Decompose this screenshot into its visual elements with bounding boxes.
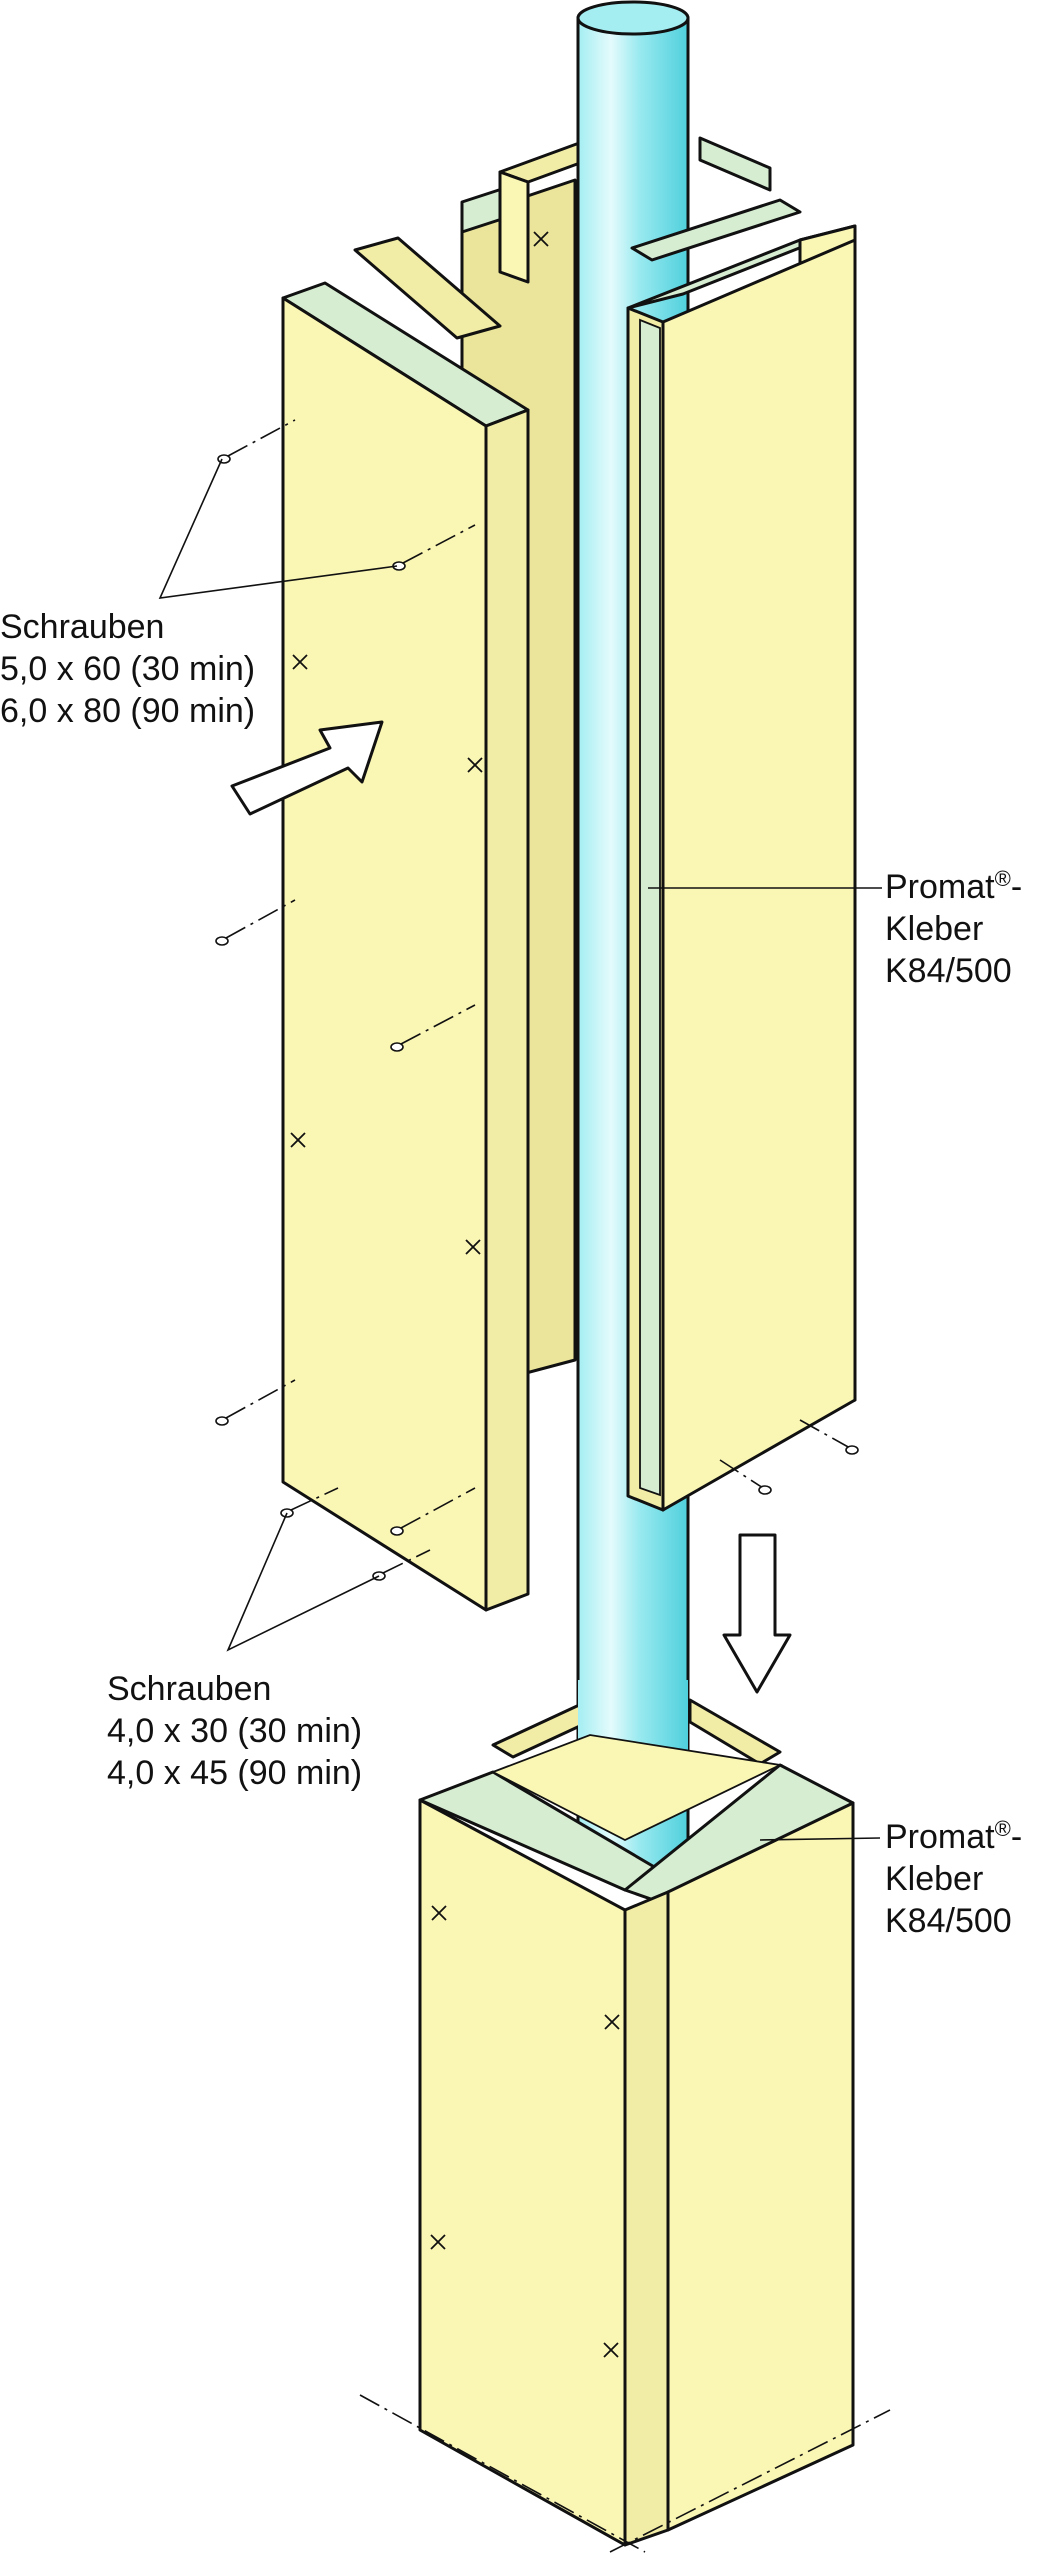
cross-mark-icon <box>533 231 549 247</box>
lower-box-face-left <box>418 1798 627 2547</box>
label-screws-lower-line1: 4,0 x 30 (30 min) <box>107 1712 362 1750</box>
screw-icon <box>758 1485 772 1495</box>
screw-axis-line <box>382 1549 431 1574</box>
lower-box-corner-edge <box>623 1890 670 2547</box>
label-screws-lower: Schrauben 4,0 x 30 (30 min) 4,0 x 45 (90… <box>107 1670 362 1792</box>
screw-axis-line <box>225 899 296 939</box>
right-board-inner-top <box>630 198 802 262</box>
label-adhesive-lower-line1: Promat®- <box>885 1816 1022 1856</box>
screw-icon <box>390 1526 404 1536</box>
label-adhesive-upper-line2: Kleber <box>885 910 983 948</box>
cross-mark-icon <box>465 1239 481 1255</box>
base-axis-line <box>359 2394 646 2553</box>
left-board-edge <box>484 408 530 1612</box>
back-right-board-top <box>698 136 772 192</box>
screws-left <box>215 419 476 1581</box>
left-strip-top <box>353 236 502 340</box>
label-screws-upper-line2: 6,0 x 80 (90 min) <box>0 692 255 730</box>
label-adhesive-lower: Promat®- Kleber K84/500 <box>885 1816 1022 1940</box>
cross-mark-icon <box>292 654 308 670</box>
label-screws-upper: Schrauben 5,0 x 60 (30 min) 6,0 x 80 (90… <box>0 608 255 730</box>
right-board-front-adhesive <box>639 318 661 1497</box>
upper-front-right-board <box>626 198 859 1512</box>
base-axis-line <box>609 2409 891 2553</box>
right-board-face <box>661 238 857 1512</box>
label-adhesive-lower-line3: K84/500 <box>885 1902 1012 1940</box>
screw-icon <box>845 1445 859 1455</box>
label-screws-lower-line2: 4,0 x 45 (90 min) <box>107 1754 362 1792</box>
screw-axis-line <box>400 1004 476 1045</box>
screw-axis-line <box>799 1419 851 1449</box>
cross-mark-icon <box>431 1905 447 1921</box>
cross-mark-icon <box>430 2234 446 2250</box>
screw-axis-line <box>290 1487 339 1511</box>
back-center-board-face <box>498 170 530 284</box>
screw-axis-line <box>402 524 476 564</box>
column-top <box>576 0 690 36</box>
left-board-face <box>281 296 488 1612</box>
cross-mark-icon <box>467 757 483 773</box>
cross-mark-icon <box>604 2014 620 2030</box>
screw-icon <box>390 1042 404 1052</box>
label-screws-lower-title: Schrauben <box>107 1670 271 1708</box>
label-adhesive-upper-line3: K84/500 <box>885 952 1012 990</box>
screw-axis-line <box>400 1487 476 1529</box>
screw-icon <box>215 1416 229 1426</box>
screw-positions-left <box>290 654 483 1255</box>
cross-mark-icon <box>290 1132 306 1148</box>
arrow-down-outline-icon <box>722 1533 792 1694</box>
screw-axis-line <box>227 419 296 457</box>
screw-axis-line <box>719 1459 764 1489</box>
label-screws-upper-line1: 5,0 x 60 (30 min) <box>0 650 255 688</box>
leader-screws-lower <box>226 1512 380 1652</box>
screw-icon <box>215 936 229 946</box>
upper-front-left-board <box>215 236 530 1612</box>
label-screws-upper-title: Schrauben <box>0 608 164 646</box>
screw-axis-line <box>225 1379 296 1419</box>
leader-screws-upper <box>158 458 398 599</box>
leader-lines <box>158 458 882 1841</box>
cross-mark-icon <box>603 2342 619 2358</box>
label-adhesive-upper: Promat®- Kleber K84/500 <box>885 866 1022 990</box>
label-adhesive-upper-line1: Promat®- <box>885 866 1022 906</box>
lower-box-face-right <box>666 1801 855 2532</box>
leader-adhesive-lower <box>759 1837 881 1841</box>
lower-cladding-box <box>359 1680 891 2553</box>
arrow-right-outline-icon <box>230 720 384 816</box>
label-adhesive-lower-line2: Kleber <box>885 1860 983 1898</box>
screw-icon <box>217 454 231 464</box>
lower-box-top-inner <box>490 1734 783 1842</box>
